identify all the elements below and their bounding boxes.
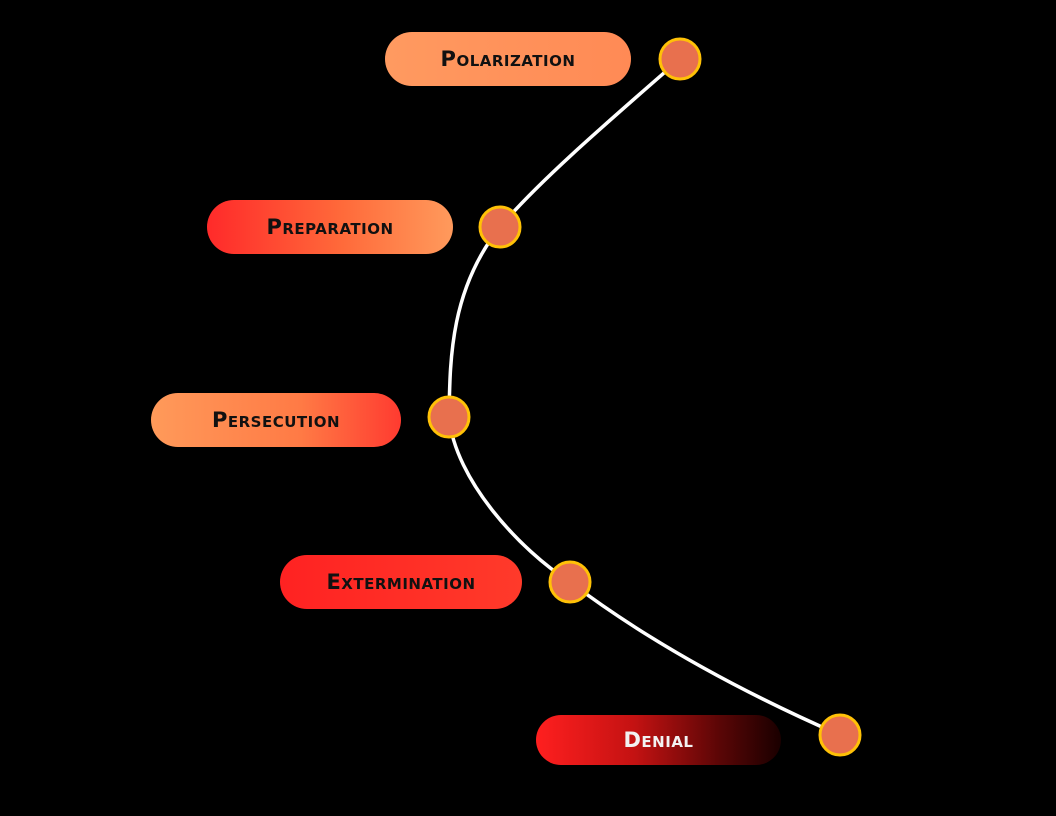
node-extermination — [548, 560, 592, 604]
stage-denial-pill: Denial — [536, 715, 781, 765]
stage-label: Persecution — [211, 408, 341, 432]
node-denial — [818, 713, 862, 757]
stage-label: Preparation — [266, 215, 394, 239]
node-polarization — [658, 37, 702, 81]
node-persecution — [427, 395, 471, 439]
node-preparation — [478, 205, 522, 249]
stage-label: Denial — [623, 728, 694, 752]
stage-extermination-pill: Extermination — [280, 555, 522, 609]
timeline-curve — [447, 57, 842, 737]
stage-persecution-pill: Persecution — [151, 393, 401, 447]
stage-label: Extermination — [326, 570, 476, 594]
stage-polarization-pill: Polarization — [385, 32, 631, 86]
stage-label: Polarization — [440, 47, 576, 71]
stage-preparation-pill: Preparation — [207, 200, 453, 254]
